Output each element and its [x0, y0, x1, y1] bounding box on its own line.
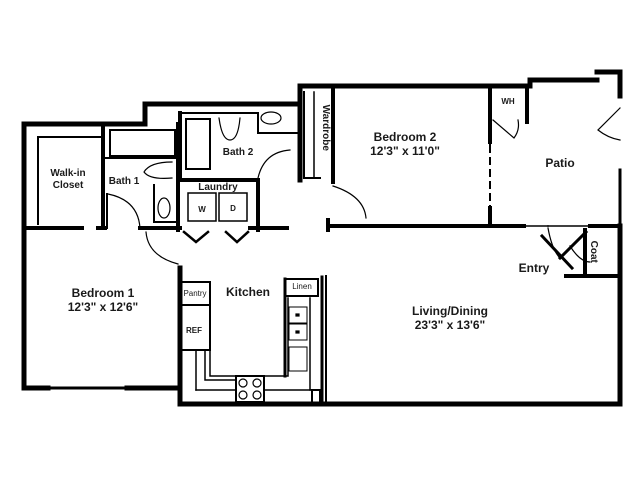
doors: [107, 107, 621, 271]
living-dining-name: Living/Dining: [412, 304, 488, 318]
walk-in-closet-label: Walk-in Closet: [44, 168, 92, 191]
bath1-label: Bath 1: [108, 176, 140, 187]
living-dining-label: Living/Dining 23'3" x 13'6": [390, 304, 510, 333]
linen-label: Linen: [292, 282, 312, 291]
burner-icon: [238, 378, 248, 388]
toilet-icon: [143, 161, 173, 179]
living-dining-dimensions: 23'3" x 13'6": [414, 317, 486, 332]
washer-label: W: [198, 205, 206, 214]
wardrobe-label: Wardrobe: [319, 104, 331, 151]
walk-in-closet-line2: Closet: [52, 179, 84, 191]
walk-in-closet-line1: Walk-in: [50, 168, 86, 179]
kitchen-label: Kitchen: [225, 285, 270, 299]
bedroom2-name: Bedroom 2: [373, 130, 437, 144]
bedroom1-label: Bedroom 1 12'3" x 12'6": [48, 286, 158, 315]
pantry-label: Pantry: [183, 289, 207, 298]
laundry-label: Laundry: [198, 182, 238, 193]
dryer-label: D: [230, 204, 236, 213]
burner-icon: [252, 390, 262, 400]
patio-label: Patio: [545, 156, 575, 170]
entry-label: Entry: [518, 261, 550, 275]
burner-icon: [238, 390, 248, 400]
fixtures: [143, 111, 300, 400]
bath2-label: Bath 2: [222, 147, 254, 158]
sink-icon: [157, 197, 171, 219]
burner-icon: [252, 378, 262, 388]
bedroom2-dimensions: 12'3" x 11'0": [370, 143, 440, 158]
coat-label: Coat: [587, 240, 599, 263]
interior-walls: [22, 84, 622, 405]
wh-label: WH: [501, 97, 515, 106]
bedroom2-label: Bedroom 2 12'3" x 11'0": [350, 130, 460, 159]
toilet-icon: [218, 117, 241, 141]
sink-icon: [260, 111, 282, 125]
ref-label: REF: [186, 326, 202, 335]
bedroom1-dimensions: 12'3" x 12'6": [67, 299, 139, 314]
bedroom1-name: Bedroom 1: [71, 286, 135, 300]
exterior-walls: [21, 69, 623, 407]
